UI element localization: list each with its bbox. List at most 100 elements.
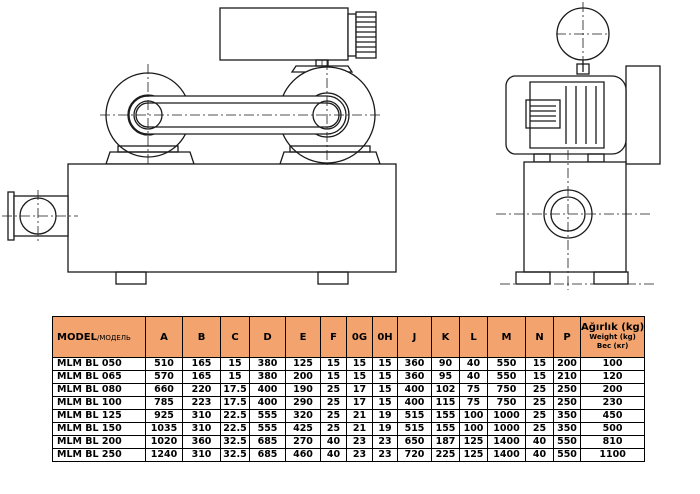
column-header-b: B xyxy=(182,316,221,358)
dimension-cell: 350 xyxy=(553,409,581,423)
dimension-cell: 40 xyxy=(525,448,554,462)
dimension-cell: 100 xyxy=(459,422,488,436)
weight-cell: 100 xyxy=(579,357,646,371)
dimension-cell: 15 xyxy=(372,370,398,384)
dimension-cell: 21 xyxy=(346,422,373,436)
spec-table: MODEL/МОДЕЛЬ A B C D E F 0G 0H J K L M N… xyxy=(52,316,646,462)
dimension-cell: 270 xyxy=(285,435,321,449)
column-header-j: J xyxy=(397,316,432,358)
dimension-cell: 23 xyxy=(346,435,373,449)
dimension-cell: 1035 xyxy=(145,422,183,436)
dimension-cell: 400 xyxy=(397,396,432,410)
dimension-cell: 425 xyxy=(285,422,321,436)
dimension-cell: 19 xyxy=(372,422,398,436)
dimension-cell: 510 xyxy=(145,357,183,371)
dimension-cell: 200 xyxy=(553,357,581,371)
dimension-cell: 400 xyxy=(249,383,286,397)
dimension-cell: 1000 xyxy=(487,422,526,436)
dimension-cell: 250 xyxy=(553,396,581,410)
dimension-cell: 23 xyxy=(372,448,398,462)
dimension-cell: 115 xyxy=(431,396,460,410)
dimension-cell: 25 xyxy=(320,383,347,397)
dimension-cell: 310 xyxy=(182,409,221,423)
dimension-cell: 40 xyxy=(525,435,554,449)
model-cell: MLM BL 200 xyxy=(52,435,146,449)
weight-subtitle-en: Weight (kg) xyxy=(589,333,636,341)
dimension-cell: 350 xyxy=(553,422,581,436)
model-cell: MLM BL 065 xyxy=(52,370,146,384)
weight-column-header: Ağırlık (kg) Weight (kg) Вес (кг) xyxy=(579,316,646,358)
dimension-cell: 685 xyxy=(249,435,286,449)
dimension-cell: 25 xyxy=(525,383,554,397)
model-cell: MLM BL 100 xyxy=(52,396,146,410)
dimension-cell: 515 xyxy=(397,422,432,436)
dimension-cell: 650 xyxy=(397,435,432,449)
dimension-cell: 32.5 xyxy=(220,448,250,462)
dimension-cell: 100 xyxy=(459,409,488,423)
dimension-cell: 23 xyxy=(346,448,373,462)
column-header-k: K xyxy=(431,316,460,358)
dimension-cell: 380 xyxy=(249,370,286,384)
dimension-cell: 250 xyxy=(553,383,581,397)
blower-technical-drawing xyxy=(2,2,661,290)
dimension-cell: 750 xyxy=(487,383,526,397)
dimension-cell: 360 xyxy=(397,370,432,384)
dimension-cell: 290 xyxy=(285,396,321,410)
dimension-cell: 15 xyxy=(220,357,250,371)
dimension-cell: 225 xyxy=(431,448,460,462)
dimension-cell: 1240 xyxy=(145,448,183,462)
dimension-cell: 21 xyxy=(346,409,373,423)
dimension-cell: 17 xyxy=(346,396,373,410)
model-cell: MLM BL 080 xyxy=(52,383,146,397)
dimension-cell: 125 xyxy=(285,357,321,371)
dimension-cell: 1400 xyxy=(487,448,526,462)
column-header-d: D xyxy=(249,316,286,358)
dimension-cell: 40 xyxy=(459,370,488,384)
model-cell: MLM BL 150 xyxy=(52,422,146,436)
dimension-cell: 320 xyxy=(285,409,321,423)
column-header-m: M xyxy=(487,316,526,358)
dimension-cell: 15 xyxy=(346,357,373,371)
weight-cell: 200 xyxy=(579,383,646,397)
model-cell: MLM BL 250 xyxy=(52,448,146,462)
dimension-cell: 22.5 xyxy=(220,422,250,436)
dimension-cell: 25 xyxy=(525,422,554,436)
dimension-cell: 925 xyxy=(145,409,183,423)
front-view-drawing xyxy=(7,7,397,285)
dimension-cell: 40 xyxy=(320,448,347,462)
dimension-cell: 155 xyxy=(431,422,460,436)
dimension-cell: 555 xyxy=(249,422,286,436)
weight-cell: 230 xyxy=(579,396,646,410)
dimension-cell: 15 xyxy=(525,357,554,371)
dimension-cell: 23 xyxy=(372,435,398,449)
dimension-cell: 15 xyxy=(372,357,398,371)
dimension-cell: 550 xyxy=(553,435,581,449)
dimension-cell: 25 xyxy=(525,409,554,423)
dimension-cell: 720 xyxy=(397,448,432,462)
dimension-cell: 165 xyxy=(182,370,221,384)
dimension-cell: 15 xyxy=(320,370,347,384)
column-header-a: A xyxy=(145,316,183,358)
weight-cell: 450 xyxy=(579,409,646,423)
column-header-g: 0G xyxy=(346,316,373,358)
dimension-cell: 360 xyxy=(182,435,221,449)
dimension-cell: 550 xyxy=(487,357,526,371)
dimension-cell: 15 xyxy=(525,370,554,384)
dimension-cell: 75 xyxy=(459,396,488,410)
dimension-cell: 15 xyxy=(372,396,398,410)
weight-cell: 810 xyxy=(579,435,646,449)
motor-drawing xyxy=(219,7,377,73)
column-header-c: C xyxy=(220,316,250,358)
dimension-cell: 22.5 xyxy=(220,409,250,423)
dimension-cell: 515 xyxy=(397,409,432,423)
dimension-cell: 15 xyxy=(220,370,250,384)
dimension-cell: 17.5 xyxy=(220,383,250,397)
dimension-cell: 785 xyxy=(145,396,183,410)
dimension-cell: 550 xyxy=(487,370,526,384)
